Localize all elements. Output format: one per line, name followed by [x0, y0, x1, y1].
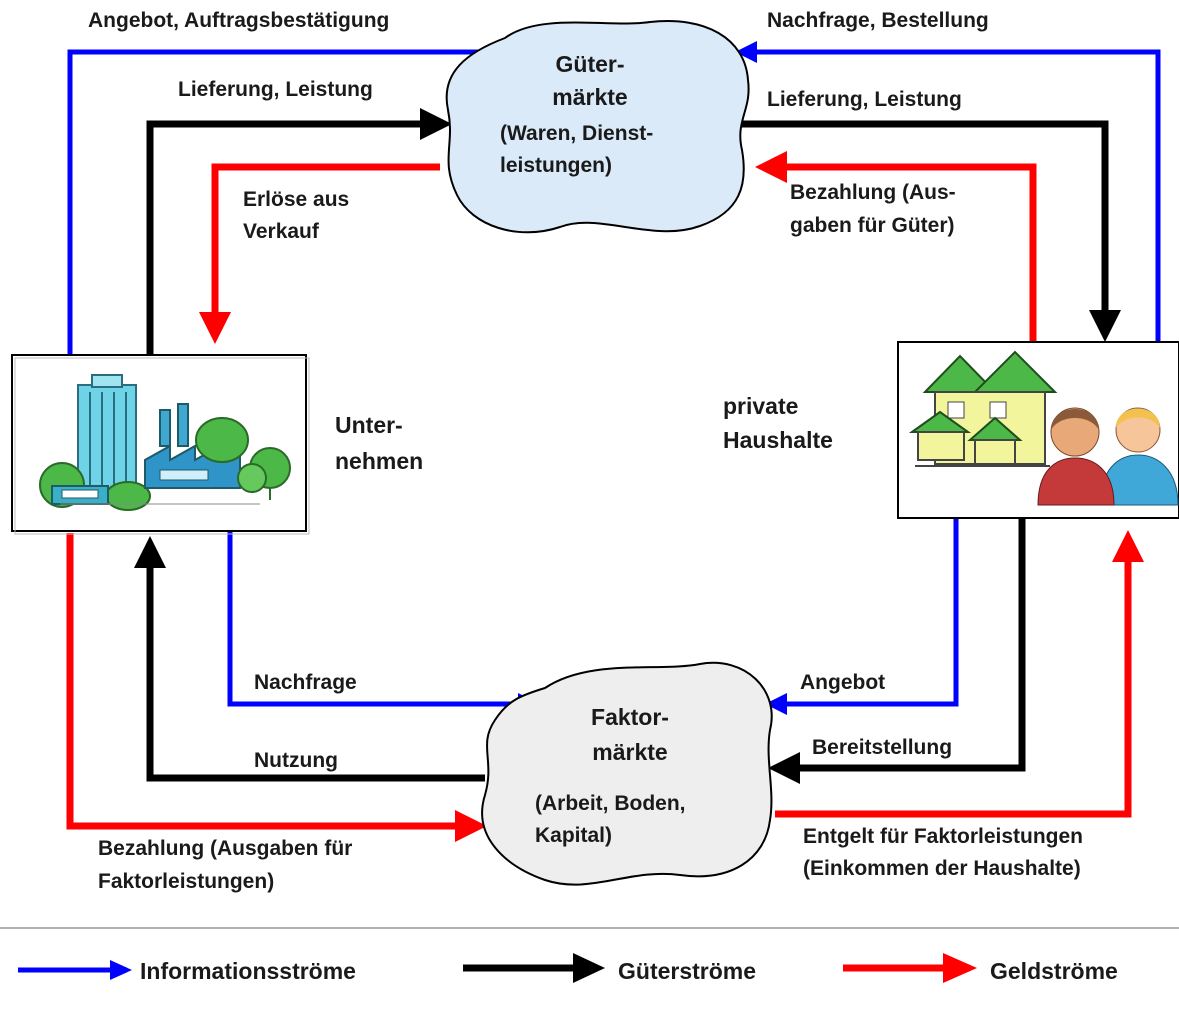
goods-flow-households-to-factor-market	[800, 518, 1026, 772]
flow-label-delivery-right: Lieferung, Leistung	[767, 88, 962, 111]
flow-label-revenue: Verkauf	[243, 220, 320, 243]
flow-label-payment-factor: Faktorleistungen)	[98, 870, 274, 893]
arrowhead	[768, 752, 800, 784]
factor-market-cloud	[481, 661, 773, 886]
goods-market-cloud	[445, 20, 750, 234]
arrowhead	[755, 151, 787, 183]
factory-office-icon	[39, 374, 291, 511]
flow-label-payment-goods: Bezahlung (Aus-	[790, 181, 956, 204]
factor-market-subtitle: Kapital)	[535, 824, 612, 847]
goods-flow-factor-market-to-enterprise	[146, 568, 485, 782]
flow-label-payment-goods: gaben für Güter)	[790, 214, 955, 237]
legend-item-money: Geldströme	[843, 953, 1118, 984]
enterprise-label: nehmen	[335, 448, 423, 474]
enterprise-box	[11, 354, 310, 535]
flow-label-income: Entgelt für Faktorleistungen	[803, 825, 1083, 848]
flow-label-revenue: Erlöse aus	[243, 188, 349, 211]
households-label: private	[723, 393, 798, 419]
goods-market-subtitle: (Waren, Dienst-	[500, 122, 653, 145]
flow-label-usage: Nutzung	[254, 749, 338, 772]
flow-label-payment-factor: Bezahlung (Ausgaben für	[98, 837, 352, 860]
legend-label-information: Informationsströme	[140, 958, 356, 984]
legend-label-goods: Güterströme	[618, 958, 756, 984]
arrowhead	[134, 536, 166, 568]
factor-market-title: märkte	[592, 739, 667, 765]
goods-market-subtitle: leistungen)	[500, 154, 612, 177]
goods-flow-enterprise-to-goods-market	[146, 120, 420, 355]
arrowhead	[765, 693, 787, 715]
arrowhead	[1089, 310, 1121, 342]
factor-market-title: Faktor-	[591, 704, 669, 730]
households-box	[897, 341, 1179, 519]
arrowhead	[455, 810, 487, 842]
flow-label-delivery-left: Lieferung, Leistung	[178, 78, 373, 101]
money-flow-goods-market-to-enterprise	[211, 163, 440, 312]
flow-label-offer: Angebot	[800, 671, 885, 694]
money-flow-factor-market-to-households	[775, 562, 1132, 818]
flow-label-offer-confirmation: Angebot, Auftragsbestätigung	[88, 9, 389, 32]
legend-label-money: Geldströme	[990, 958, 1118, 984]
legend-item-information: Informationsströme	[18, 958, 356, 984]
flow-label-demand: Nachfrage	[254, 671, 357, 694]
goods-flow-goods-market-to-households	[735, 120, 1109, 310]
info-flow-households-to-factor-market	[787, 518, 959, 707]
legend-item-goods: Güterströme	[463, 953, 756, 984]
info-flow-enterprise-to-goods-market	[67, 49, 498, 355]
arrowhead	[735, 41, 757, 63]
houses-people-icon	[908, 350, 1179, 506]
arrowhead	[1112, 530, 1144, 562]
money-flow-households-to-goods-market	[787, 163, 1037, 342]
arrowhead	[420, 108, 452, 140]
arrowhead	[199, 312, 231, 344]
flow-label-provision: Bereitstellung	[812, 736, 952, 759]
factor-market-subtitle: (Arbeit, Boden,	[535, 792, 686, 815]
info-flow-enterprise-to-factor-market	[227, 530, 518, 707]
goods-market-title: Güter-	[556, 51, 625, 77]
flow-label-demand-order: Nachfrage, Bestellung	[767, 9, 989, 32]
info-flow-households-to-goods-market	[757, 49, 1161, 342]
enterprise-label: Unter-	[335, 412, 403, 438]
money-flow-enterprise-to-factor-market	[66, 533, 455, 830]
goods-market-title: märkte	[552, 84, 627, 110]
households-label: Haushalte	[723, 427, 833, 453]
flow-label-income: (Einkommen der Haushalte)	[803, 857, 1081, 880]
